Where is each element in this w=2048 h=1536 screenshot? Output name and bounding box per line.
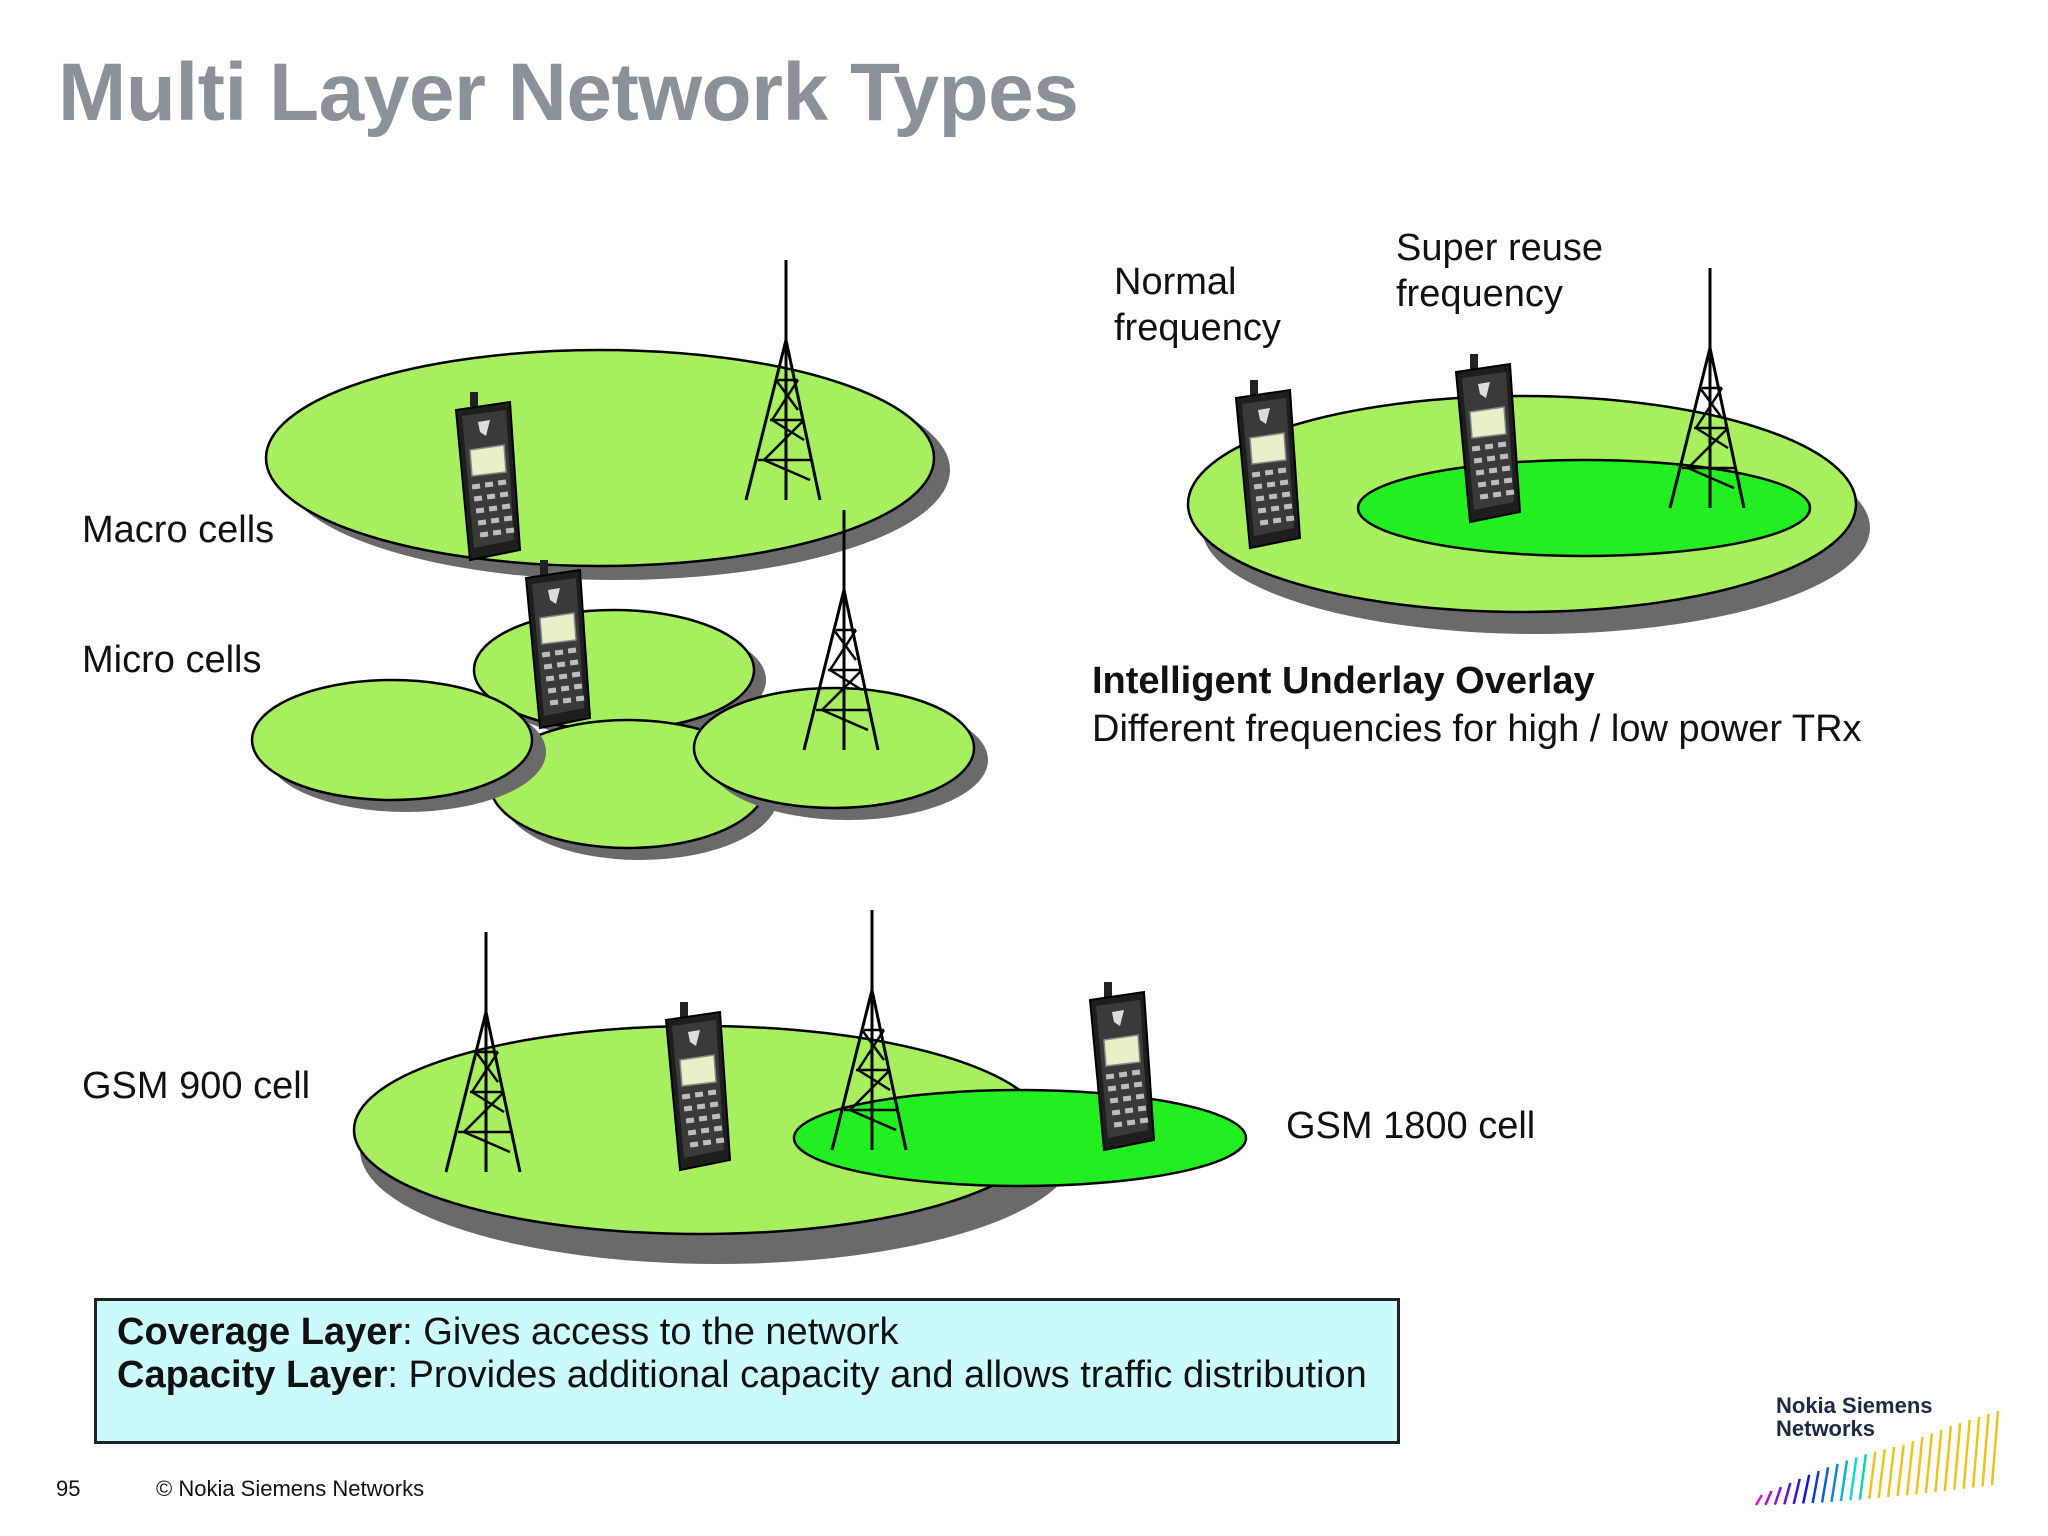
coverage-text: : Gives access to the network [402, 1311, 899, 1353]
logo-wave-stroke [1839, 1460, 1849, 1502]
iuo-cell-group [1186, 266, 1870, 634]
logo-wave-stroke [1830, 1463, 1839, 1502]
label-normal-frequency: Normal frequency [1114, 261, 1281, 349]
logo-wave-stroke [1877, 1449, 1886, 1499]
page-number: 95 [56, 1476, 81, 1501]
logo-wave-stroke [1820, 1467, 1830, 1503]
logo-wave-stroke [1801, 1474, 1811, 1504]
macro-cell-group [264, 258, 950, 580]
label-macro-cells: Macro cells [82, 509, 275, 551]
micro-cell-right [692, 686, 976, 810]
coverage-line: Coverage Layer: Gives access to the netw… [117, 1311, 1377, 1354]
macro-cell [264, 348, 936, 568]
logo-wave-stroke [1905, 1440, 1915, 1496]
label-gsm1800-cell: GSM 1800 cell [1286, 1105, 1536, 1147]
logo-wave-stroke [1915, 1436, 1924, 1495]
logo-wave-icon [1754, 1410, 2000, 1506]
iuo-inner-cell [1356, 458, 1812, 558]
logo-wave-stroke [1849, 1457, 1858, 1501]
micro-cells-group [250, 508, 988, 860]
logo-wave-stroke [1990, 1410, 2000, 1486]
logo-wave-stroke [1868, 1451, 1877, 1499]
capacity-line: Capacity Layer: Provides additional capa… [117, 1354, 1377, 1397]
capacity-text: : Provides additional capacity and allow… [387, 1354, 1367, 1396]
logo-wave-stroke [1811, 1470, 1820, 1504]
logo-wave-stroke [1773, 1486, 1783, 1506]
iuo-description: Intelligent Underlay Overlay Different f… [1092, 658, 1862, 753]
logo-wave-stroke [1783, 1482, 1792, 1505]
logo-wave-lines [1754, 1410, 2000, 1506]
slide-title: Multi Layer Network Types [58, 47, 1079, 138]
logo-wave-stroke [1934, 1429, 1943, 1493]
gsm-cells-group [352, 908, 1248, 1264]
copyright: © Nokia Siemens Networks [156, 1476, 425, 1501]
label-micro-cells: Micro cells [82, 639, 262, 681]
logo-wave-stroke [1896, 1444, 1905, 1497]
logo-wave-stroke [1943, 1426, 1953, 1492]
capacity-term: Capacity Layer [117, 1354, 388, 1396]
logo-wave-stroke [1858, 1454, 1868, 1500]
iuo-text: Different frequencies for high / low pow… [1092, 707, 1862, 750]
label-gsm900-cell: GSM 900 cell [82, 1065, 311, 1107]
logo-wave-stroke [1754, 1494, 1764, 1506]
company-logo-text: Nokia Siemens Networks [1776, 1394, 1933, 1440]
logo-wave-stroke [1952, 1423, 1962, 1490]
logo-line-1: Nokia Siemens [1776, 1393, 1933, 1418]
label-super-reuse-frequency: Super reuse frequency [1396, 227, 1604, 315]
logo-wave-stroke [1886, 1446, 1896, 1498]
gsm1800-cell [792, 1088, 1248, 1188]
logo-wave-stroke [1962, 1419, 1971, 1489]
micro-cell-left [250, 678, 534, 802]
logo-wave-stroke [1981, 1413, 1990, 1487]
logo-wave-stroke [1971, 1416, 1981, 1488]
iuo-heading: Intelligent Underlay Overlay [1092, 660, 1595, 702]
logo-wave-stroke [1792, 1478, 1801, 1505]
logo-wave-stroke [1764, 1490, 1773, 1506]
coverage-term: Coverage Layer [117, 1311, 403, 1353]
logo-line-2: Networks [1776, 1416, 1876, 1442]
layer-info-box: Coverage Layer: Gives access to the netw… [94, 1298, 1400, 1444]
logo-wave-stroke [1924, 1433, 1934, 1494]
